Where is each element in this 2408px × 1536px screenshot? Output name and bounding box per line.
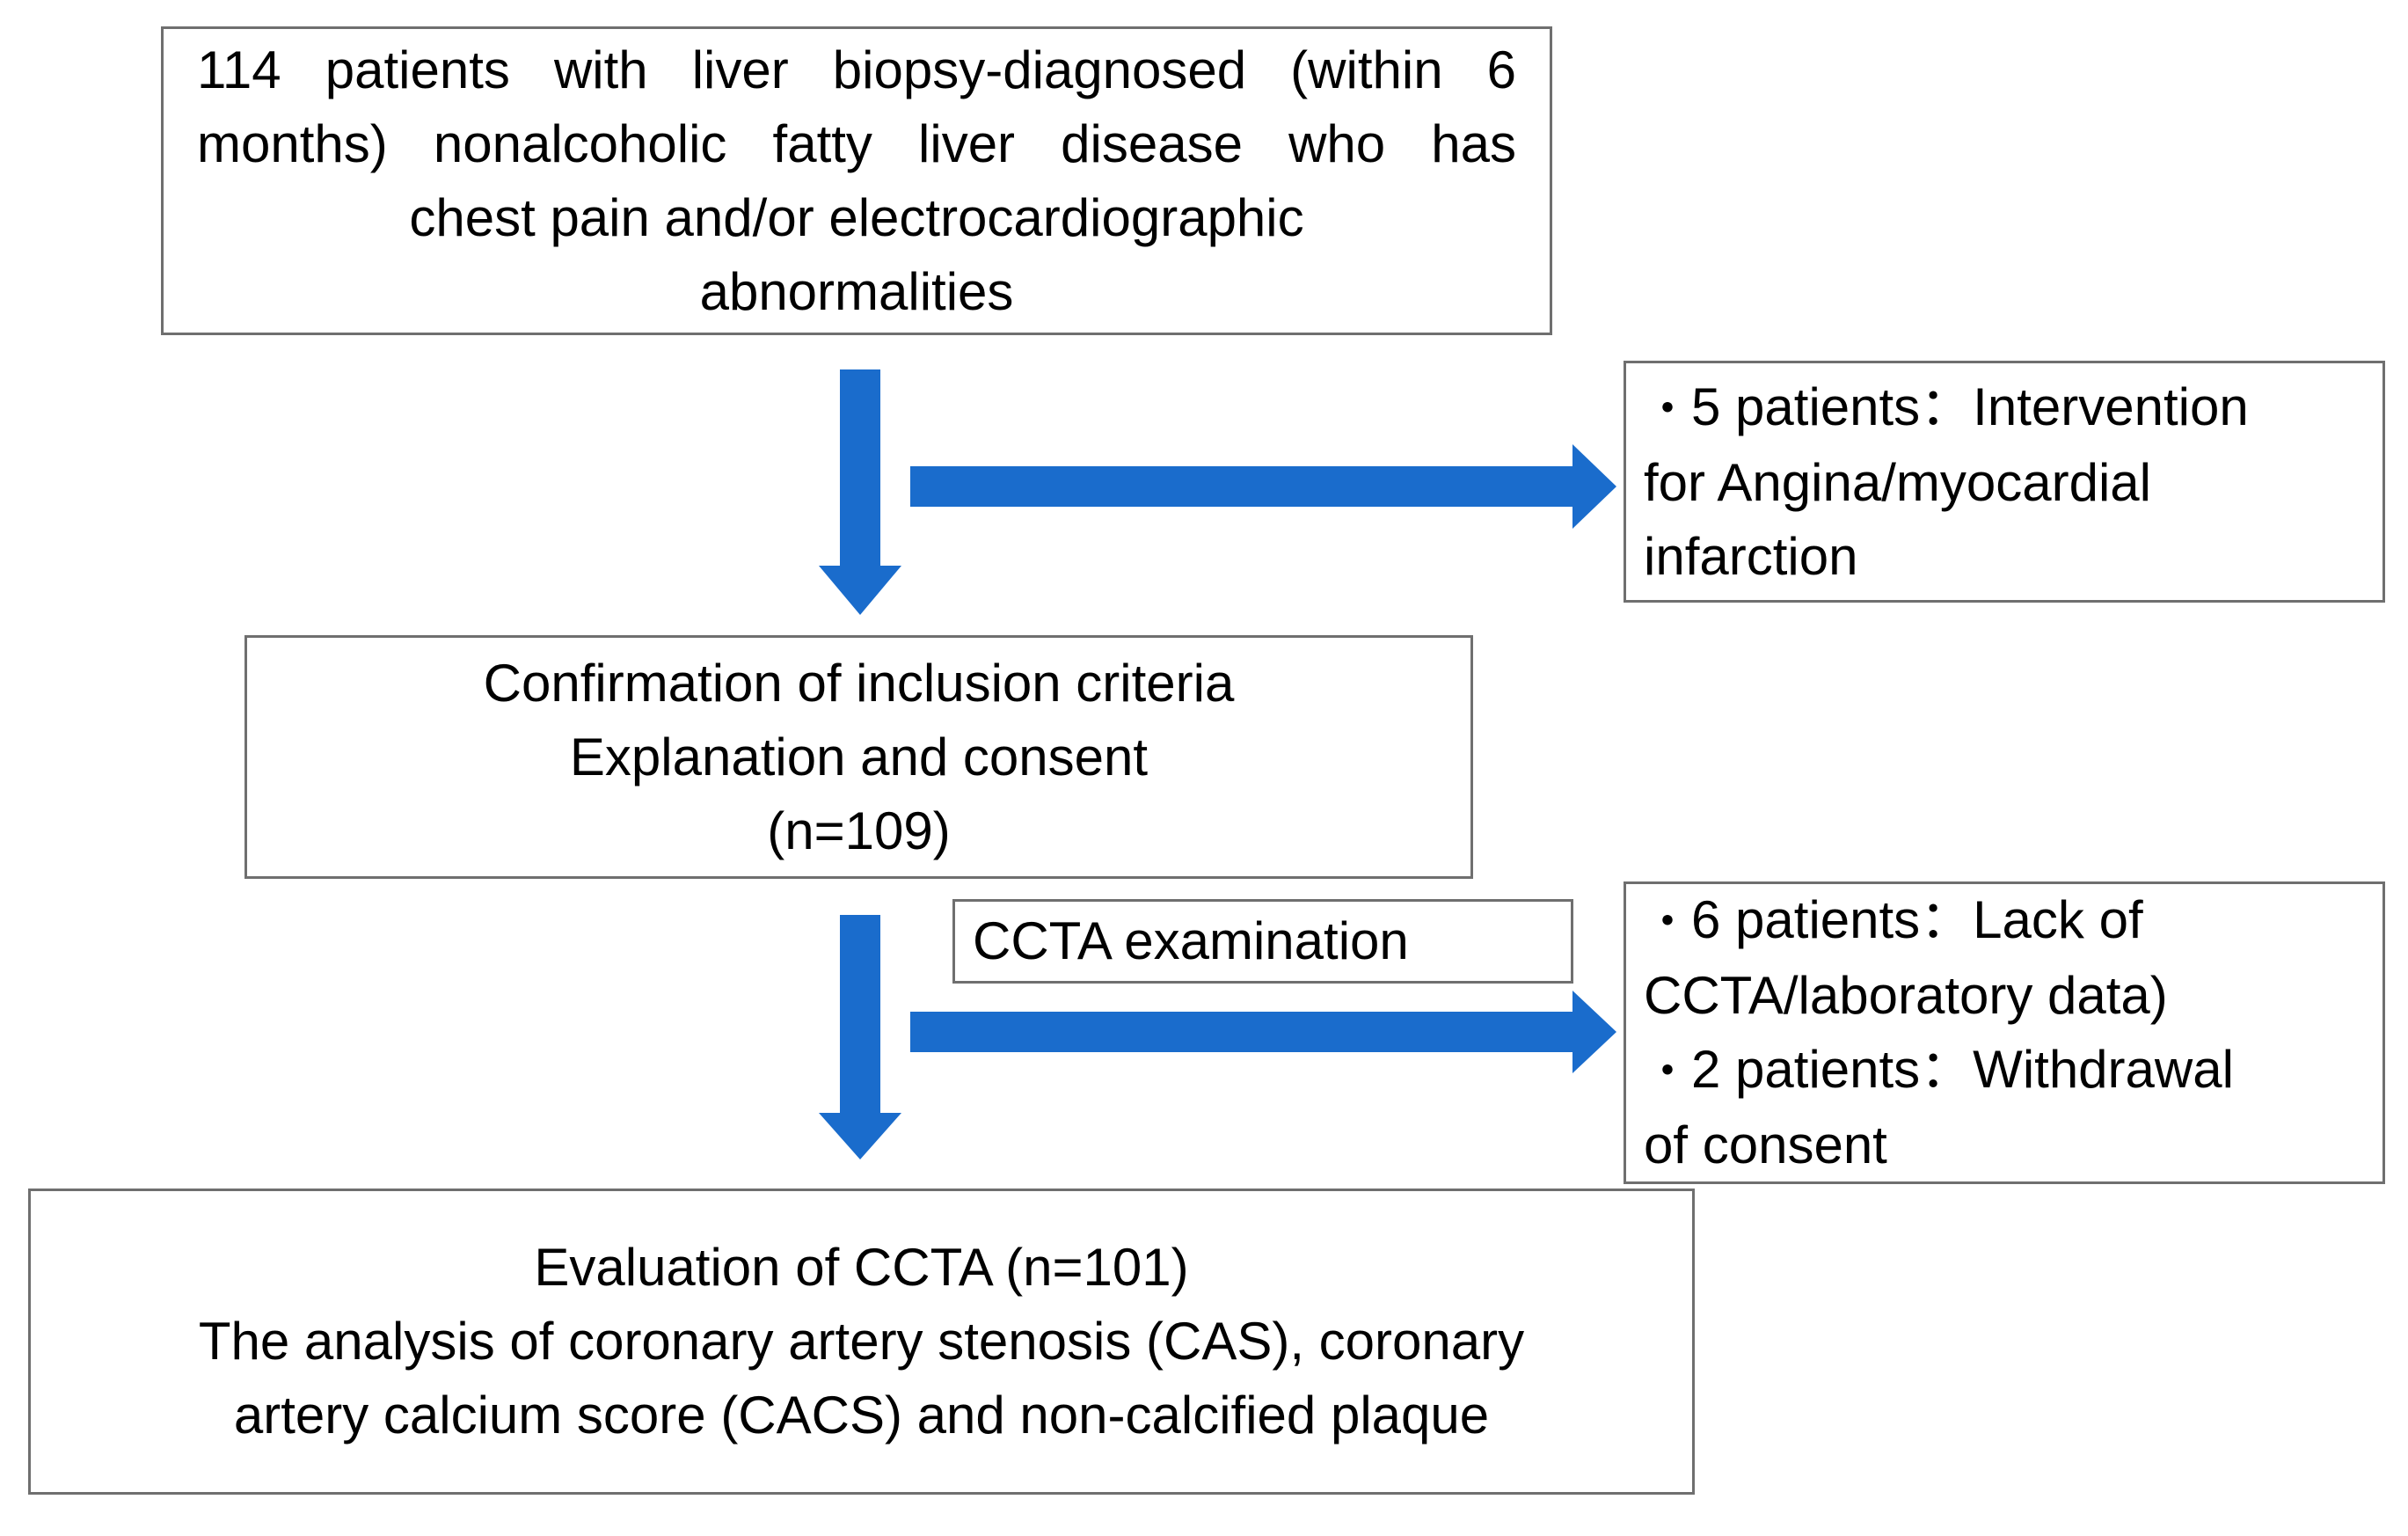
bullet-icon: ・ bbox=[1644, 382, 1691, 435]
evaluation-line-2: The analysis of coronary artery stenosis… bbox=[198, 1312, 1525, 1371]
exclusion-2-line-1: ・6 patients：Lack of bbox=[1644, 883, 2365, 959]
exclusion-1-line-1: ・5 patients：Intervention bbox=[1644, 370, 2365, 446]
bullet-icon: ・ bbox=[1644, 1045, 1691, 1098]
enrollment-line-2: months) nonalcoholic fatty liver disease… bbox=[197, 113, 1516, 173]
consent-box: Confirmation of inclusion criteria Expla… bbox=[244, 635, 1473, 879]
exclusion-1-text-1: 5 patients：Intervention bbox=[1691, 377, 2249, 436]
enrollment-line-1: 114 patients with liver biopsy-diagnosed… bbox=[197, 40, 1516, 99]
exclusion-2-line-4: of consent bbox=[1644, 1115, 1887, 1174]
enrollment-line-4: abnormalities bbox=[699, 261, 1014, 321]
right-arrow-1 bbox=[910, 444, 1616, 529]
ccta-examination-label: CCTA examination bbox=[973, 911, 1409, 970]
exclusion-2-text-1: 6 patients：Lack of bbox=[1691, 890, 2143, 949]
evaluation-line-3: artery calcium score (CACS) and non-calc… bbox=[233, 1386, 1490, 1445]
consent-line-1: Confirmation of inclusion criteria bbox=[483, 653, 1235, 713]
exclusion-2-line-3: ・2 patients：Withdrawal bbox=[1644, 1033, 2365, 1108]
consent-line-2: Explanation and consent bbox=[569, 727, 1149, 786]
ccta-examination-box: CCTA examination bbox=[952, 899, 1573, 984]
exclusion-2-line-2: CCTA/laboratory data) bbox=[1644, 966, 2168, 1025]
evaluation-box: Evaluation of CCTA (n=101) The analysis … bbox=[28, 1189, 1695, 1495]
evaluation-line-1: Evaluation of CCTA (n=101) bbox=[534, 1238, 1189, 1297]
exclusion-box-1: ・5 patients：Intervention for Angina/myoc… bbox=[1624, 361, 2385, 603]
right-arrow-2 bbox=[910, 991, 1616, 1073]
enrollment-line-3: chest pain and/or electrocardiographic bbox=[409, 187, 1304, 247]
down-arrow-2 bbox=[819, 915, 901, 1159]
bullet-icon: ・ bbox=[1644, 896, 1691, 948]
exclusion-1-line-2: for Angina/myocardial bbox=[1644, 452, 2151, 512]
exclusion-1-line-3: infarction bbox=[1644, 526, 1858, 586]
down-arrow-1 bbox=[819, 369, 901, 615]
enrollment-box: 114 patients with liver biopsy-diagnosed… bbox=[161, 26, 1552, 335]
exclusion-box-2: ・6 patients：Lack of CCTA/laboratory data… bbox=[1624, 881, 2385, 1184]
exclusion-2-text-3: 2 patients：Withdrawal bbox=[1691, 1040, 2234, 1099]
consent-line-3: (n=109) bbox=[767, 801, 951, 860]
